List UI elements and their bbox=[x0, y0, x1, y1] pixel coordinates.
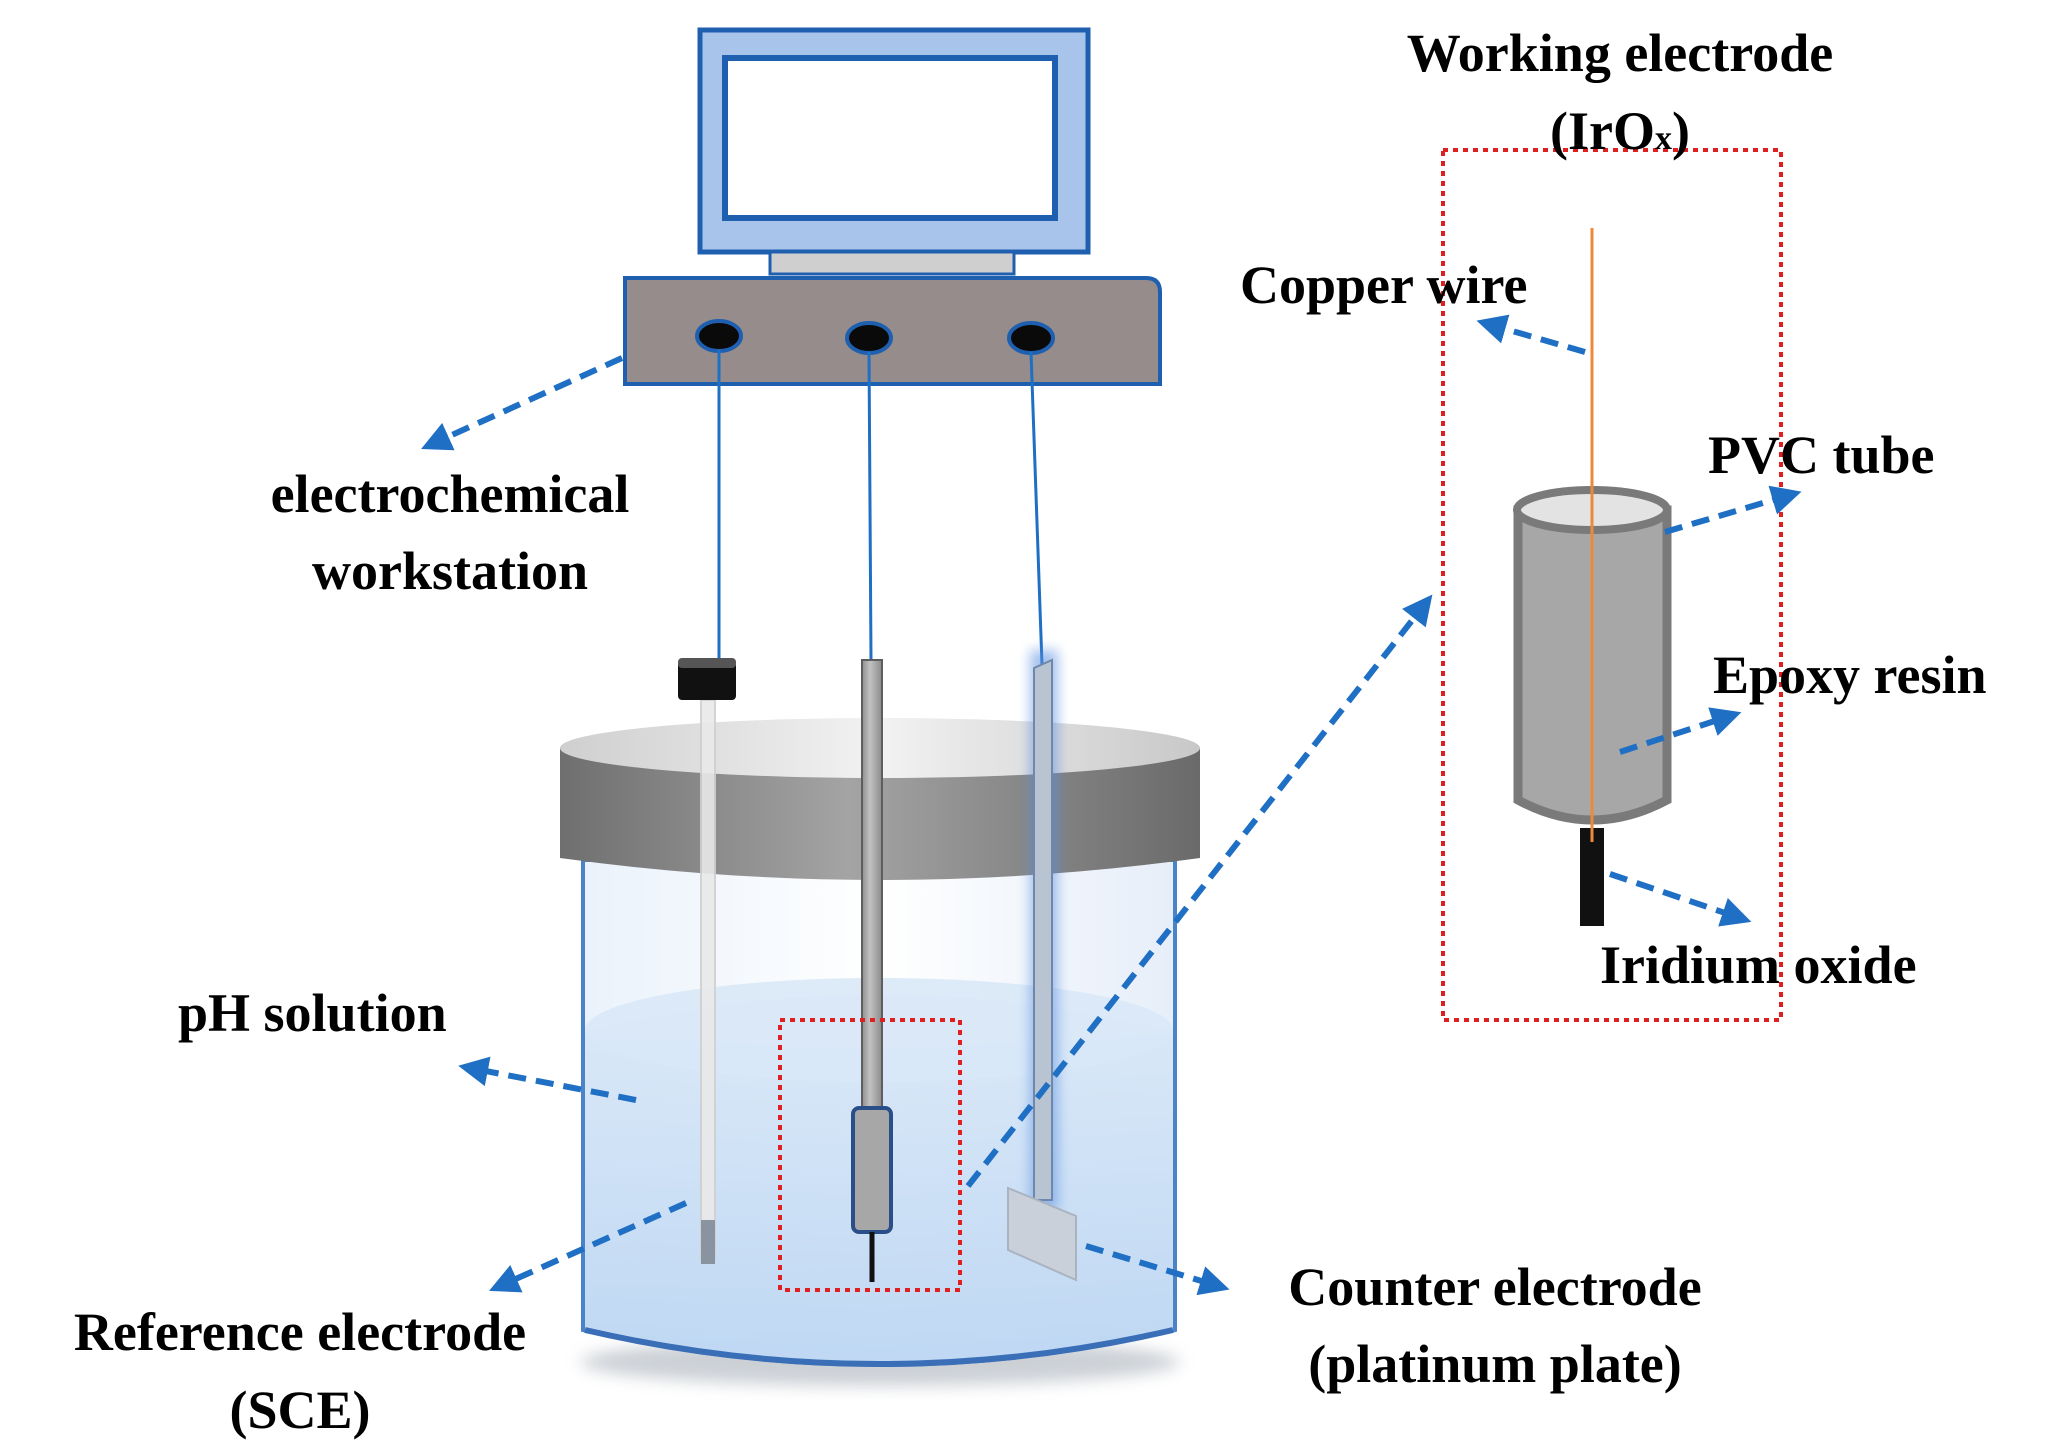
working-electrode-rod bbox=[861, 659, 883, 1111]
label-working-electrode-formula: (IrOx) bbox=[1320, 104, 1920, 158]
arrow-copper-wire bbox=[1476, 314, 1586, 355]
label-reference-sce: (SCE) bbox=[229, 1380, 371, 1440]
counter-electrode bbox=[1007, 650, 1077, 1282]
arrow-inset-link bbox=[965, 594, 1433, 1188]
platinum-plate bbox=[1007, 1186, 1077, 1282]
lead-wire-counter bbox=[1029, 351, 1044, 666]
working-electrode-detail bbox=[1513, 228, 1672, 926]
label-counter-electrode: Counter electrode bbox=[1288, 1257, 1702, 1317]
workstation-port-3 bbox=[1007, 321, 1055, 355]
label-working-electrode: Working electrode bbox=[1406, 23, 1834, 83]
iridium-oxide-tip bbox=[1580, 828, 1604, 926]
arrow-workstation bbox=[421, 355, 624, 451]
arrow-ph-solution bbox=[458, 1056, 637, 1103]
label-workstation: workstation bbox=[311, 541, 588, 601]
arrow-reference-electrode bbox=[489, 1200, 688, 1293]
arrows bbox=[421, 314, 1802, 1296]
formula-prefix: (IrO bbox=[1550, 101, 1655, 161]
label-pvc-tube: PVC tube bbox=[1708, 425, 1935, 485]
workstation bbox=[623, 276, 1162, 386]
working-electrode-holder bbox=[851, 1106, 893, 1234]
label-iridium-oxide: Iridium oxide bbox=[1600, 935, 1917, 995]
beaker-bottom-rim bbox=[584, 1327, 1174, 1367]
working-electrode-in-cell bbox=[851, 659, 893, 1282]
working-electrode-inset-box bbox=[1441, 148, 1783, 1022]
lead-wire-working bbox=[867, 351, 873, 661]
label-platinum-plate: (platinum plate) bbox=[1308, 1334, 1682, 1394]
reference-electrode-cap bbox=[678, 662, 736, 700]
reference-electrode-tip bbox=[701, 1220, 715, 1264]
formula-subscript: x bbox=[1654, 120, 1672, 157]
monitor-screen bbox=[722, 55, 1058, 221]
arrow-iridium-oxide bbox=[1609, 871, 1752, 927]
counter-electrode-rod bbox=[1033, 658, 1053, 1201]
formula-suffix: ) bbox=[1671, 101, 1690, 161]
inset-source-box bbox=[778, 1018, 962, 1292]
reference-electrode-body bbox=[700, 699, 716, 1261]
label-electrochemical: electrochemical bbox=[270, 464, 630, 524]
label-reference-electrode: Reference electrode bbox=[73, 1302, 527, 1362]
workstation-port-2 bbox=[845, 321, 893, 355]
reference-electrode-cap-top bbox=[678, 658, 736, 668]
monitor-stand bbox=[768, 250, 1016, 276]
workstation-port-1 bbox=[695, 319, 743, 353]
label-copper-wire: Copper wire bbox=[1240, 255, 1528, 315]
monitor bbox=[697, 27, 1091, 276]
workstation-body bbox=[623, 276, 1162, 386]
arrow-epoxy-resin bbox=[1619, 707, 1742, 755]
label-epoxy-resin: Epoxy resin bbox=[1713, 645, 1987, 705]
reference-electrode bbox=[678, 658, 736, 1264]
arrow-pvc-tube bbox=[1664, 485, 1802, 535]
arrow-counter-electrode bbox=[1085, 1243, 1230, 1296]
label-ph-solution: pH solution bbox=[178, 983, 447, 1043]
